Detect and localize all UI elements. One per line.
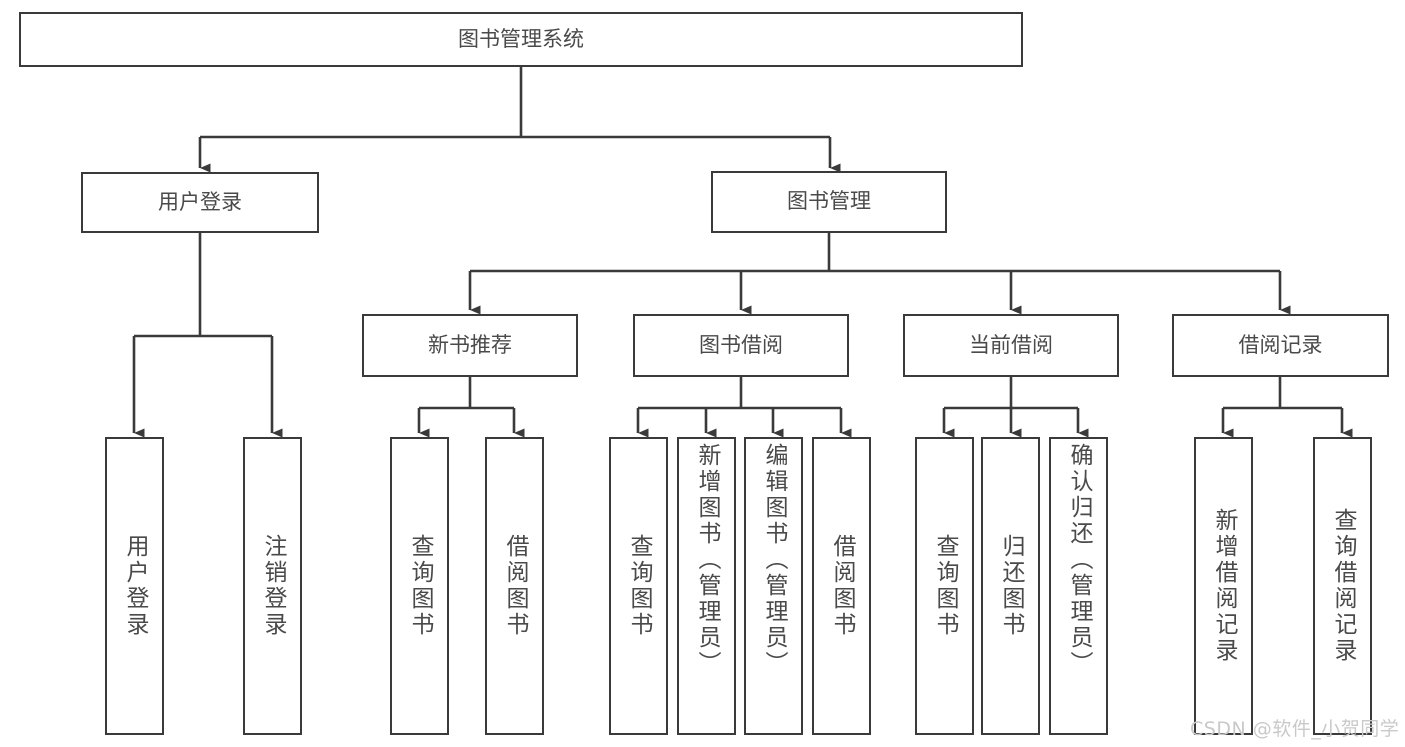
node-root-system[interactable]: 图书管理系统 xyxy=(19,12,1023,67)
leaf-user-login[interactable]: 用户登录 xyxy=(105,437,164,735)
node-borrow-record[interactable]: 借阅记录 xyxy=(1172,314,1389,377)
leaf-edit-book-admin[interactable]: 编辑图书（管理员） xyxy=(744,437,803,735)
leaf-query-book-borrow[interactable]: 查询图书 xyxy=(609,437,668,735)
node-label: 当前借阅 xyxy=(969,332,1053,357)
leaf-query-book-recommend[interactable]: 查询图书 xyxy=(390,437,449,735)
node-label: 确认归还（管理员） xyxy=(1066,443,1092,677)
node-current-borrow[interactable]: 当前借阅 xyxy=(903,314,1119,377)
node-label: 图书管理 xyxy=(787,189,871,214)
node-label: 借阅记录 xyxy=(1238,332,1323,357)
node-label: 用户登录 xyxy=(158,189,242,214)
node-label: 图书管理系统 xyxy=(458,26,584,51)
node-label: 借阅图书 xyxy=(502,534,528,638)
leaf-user-logout[interactable]: 注销登录 xyxy=(243,437,302,735)
node-label: 用户登录 xyxy=(122,534,148,638)
node-label: 编辑图书（管理员） xyxy=(761,443,787,677)
leaf-add-book-admin[interactable]: 新增图书（管理员） xyxy=(677,437,736,735)
leaf-borrow-book-recommend[interactable]: 借阅图书 xyxy=(485,437,544,735)
node-label: 借阅图书 xyxy=(829,534,855,638)
node-new-book-recommend[interactable]: 新书推荐 xyxy=(362,314,578,377)
node-book-borrow[interactable]: 图书借阅 xyxy=(633,314,849,377)
node-label: 图书借阅 xyxy=(699,332,783,357)
leaf-add-borrow-record[interactable]: 新增借阅记录 xyxy=(1194,437,1253,735)
leaf-return-book[interactable]: 归还图书 xyxy=(981,437,1040,735)
node-label: 新增借阅记录 xyxy=(1211,508,1237,664)
node-label: 查询图书 xyxy=(932,534,958,638)
leaf-borrow-book[interactable]: 借阅图书 xyxy=(812,437,871,735)
node-book-management[interactable]: 图书管理 xyxy=(711,171,947,233)
node-label: 查询图书 xyxy=(626,534,652,638)
node-user-login[interactable]: 用户登录 xyxy=(81,172,319,233)
node-label: 查询图书 xyxy=(407,534,433,638)
leaf-confirm-return-admin[interactable]: 确认归还（管理员） xyxy=(1049,437,1108,735)
csdn-watermark: CSDN @软件_小贺同学 xyxy=(1190,718,1400,740)
node-label: 新书推荐 xyxy=(428,332,512,357)
node-label: 新增图书（管理员） xyxy=(694,443,720,677)
leaf-query-borrow-record[interactable]: 查询借阅记录 xyxy=(1313,437,1372,735)
node-label: 注销登录 xyxy=(260,534,286,638)
node-label: 归还图书 xyxy=(998,534,1024,638)
leaf-query-book-current[interactable]: 查询图书 xyxy=(915,437,974,735)
node-label: 查询借阅记录 xyxy=(1330,508,1356,664)
